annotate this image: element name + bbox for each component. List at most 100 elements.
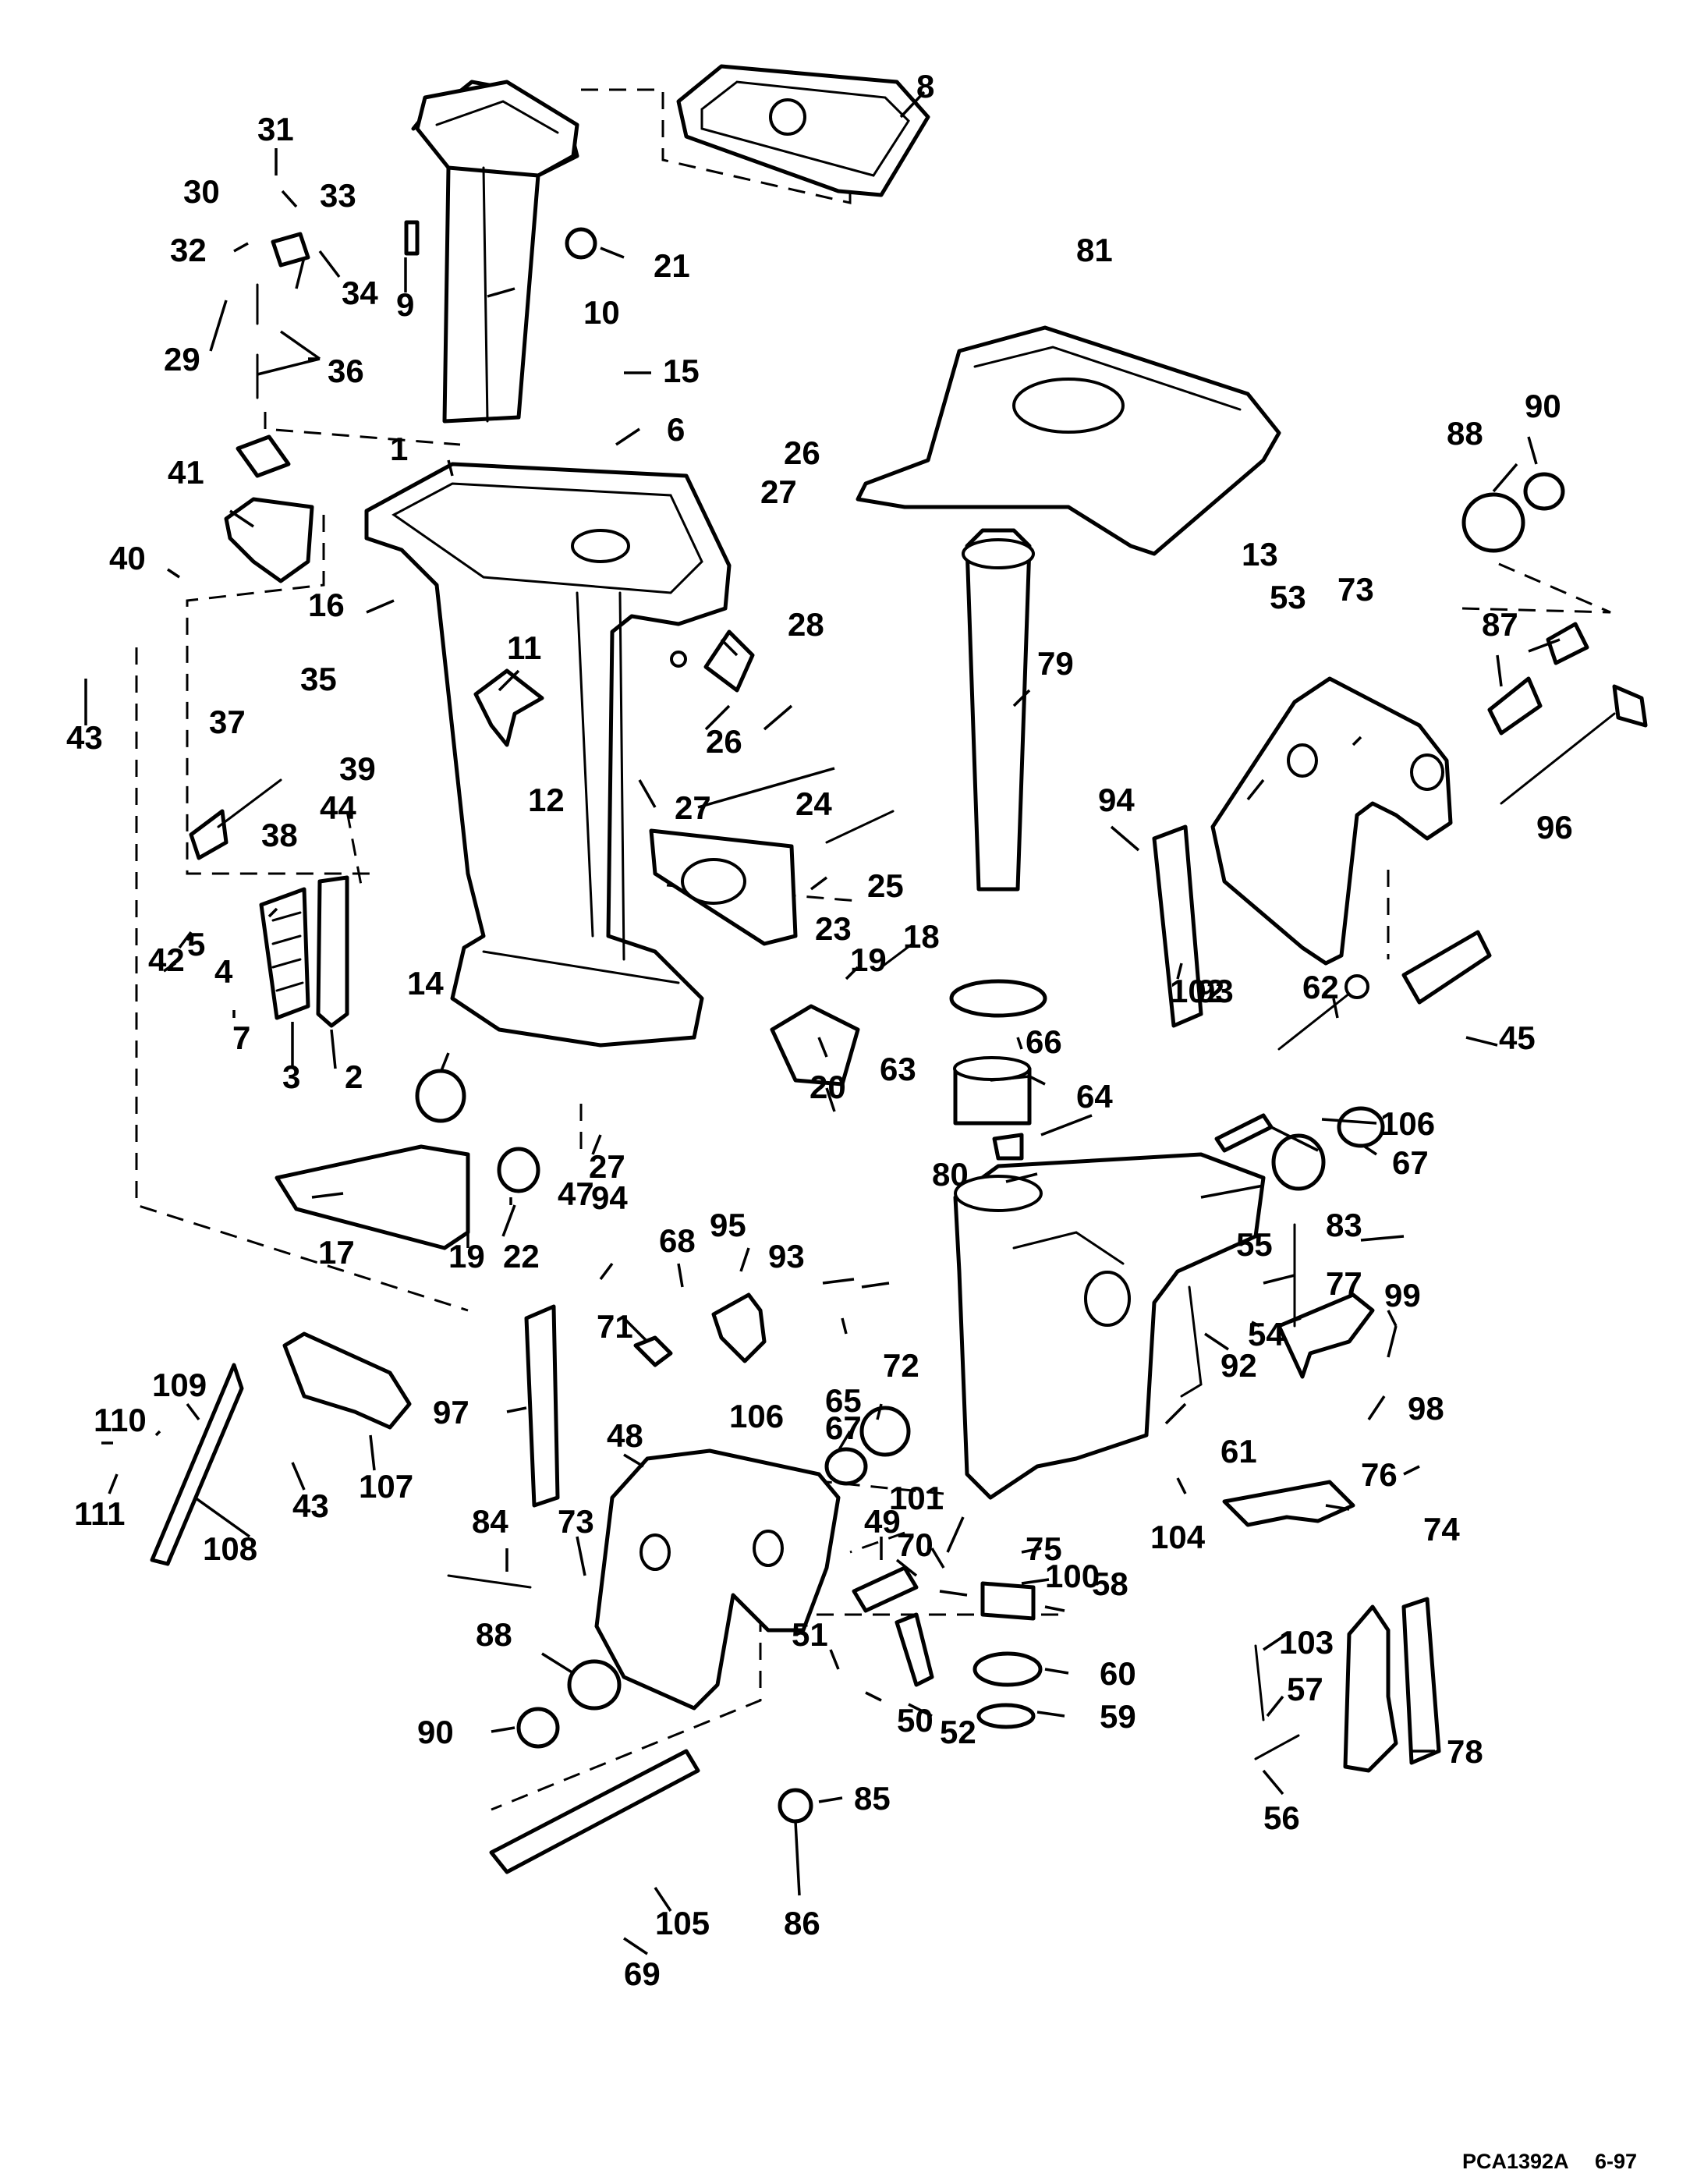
callout-64: 64 <box>1076 1078 1113 1115</box>
callout-19b: 19 <box>448 1238 485 1275</box>
part-102-plate <box>1152 824 1203 1028</box>
callout-36: 36 <box>328 353 364 389</box>
callout-88a: 88 <box>1447 415 1483 452</box>
callout-labels: 1 2 3 4 5 6 7 8 9 10 11 12 13 14 15 16 1… <box>66 68 1573 1992</box>
part-97-plate <box>524 1304 560 1508</box>
callout-1: 1 <box>390 431 408 467</box>
callout-88b: 88 <box>476 1616 512 1653</box>
part-18-bolt <box>880 942 914 969</box>
part-2-plate <box>316 875 349 1028</box>
drawing-code-footer: PCA1392A 6-97 <box>1462 2150 1637 2173</box>
callout-42: 42 <box>148 941 185 978</box>
part-13-lower-motor-cover-support <box>856 325 1281 556</box>
part-8-exhaust-gasket <box>676 64 930 197</box>
part-67-bushing-lower <box>859 1406 911 1457</box>
callout-27c: 27 <box>589 1148 625 1185</box>
callout-53: 53 <box>1270 579 1306 615</box>
part-66-bushing <box>949 979 1047 1126</box>
callout-105: 105 <box>655 1905 710 1941</box>
part-34-bracket <box>271 232 310 268</box>
callout-3: 3 <box>282 1058 300 1095</box>
part-74-bracket <box>1222 1480 1355 1527</box>
leader-lines <box>84 90 1561 1955</box>
callout-72: 72 <box>883 1347 919 1384</box>
part-78-plate <box>1343 1597 1441 1773</box>
callout-69: 69 <box>624 1955 661 1992</box>
callout-56: 56 <box>1263 1799 1300 1836</box>
part-88-nut-lower <box>567 1659 622 1711</box>
callout-31: 31 <box>257 111 294 147</box>
callout-81: 81 <box>1076 232 1113 268</box>
callout-10: 10 <box>583 294 620 331</box>
callout-22: 22 <box>503 1238 540 1275</box>
part-9-screw <box>404 220 420 256</box>
callout-23: 23 <box>815 910 852 947</box>
callout-27b: 27 <box>675 789 711 826</box>
callout-104: 104 <box>1150 1519 1206 1555</box>
callout-102: 102 <box>1170 973 1224 1009</box>
part-87-bushings <box>1487 622 1589 736</box>
callout-24: 24 <box>795 785 832 822</box>
callout-106a: 106 <box>1380 1105 1435 1142</box>
part-58-collar <box>980 1581 1036 1621</box>
callout-26b: 26 <box>706 723 742 760</box>
callout-47: 47 <box>558 1175 594 1212</box>
callout-21: 21 <box>654 247 690 284</box>
callout-26a: 26 <box>784 434 820 471</box>
callout-8: 8 <box>916 68 934 105</box>
callout-44: 44 <box>320 789 356 826</box>
part-41-lever <box>224 434 314 583</box>
part-62-pin <box>1277 974 1369 1051</box>
callout-45: 45 <box>1499 1019 1536 1056</box>
part-24-exhaust-cover <box>649 828 798 946</box>
callout-94b: 94 <box>591 1179 628 1216</box>
callout-106b: 106 <box>729 1398 784 1434</box>
part-64-washer <box>992 1133 1024 1161</box>
callout-83: 83 <box>1326 1207 1362 1243</box>
part-79-swivel-shaft <box>962 528 1035 892</box>
part-52-lever <box>895 1612 934 1687</box>
callout-84: 84 <box>472 1503 508 1540</box>
callout-90b: 90 <box>417 1714 454 1750</box>
callout-33: 33 <box>320 177 356 214</box>
part-96-rod <box>1500 684 1648 805</box>
part-28-rubber-mount <box>670 629 755 693</box>
callout-76: 76 <box>1361 1456 1398 1493</box>
part-14-bumper <box>415 1069 466 1123</box>
callout-103: 103 <box>1279 1624 1334 1661</box>
callout-99: 99 <box>1384 1277 1421 1314</box>
callout-67a: 67 <box>1392 1144 1429 1181</box>
callout-34: 34 <box>342 275 378 311</box>
part-108-strap <box>150 1363 244 1566</box>
part-17-cover <box>275 1144 470 1250</box>
callout-73b: 73 <box>558 1503 594 1540</box>
callout-111: 111 <box>74 1495 125 1532</box>
callout-79: 79 <box>1037 645 1074 682</box>
part-71-clip <box>633 1335 673 1367</box>
callout-110: 110 <box>94 1402 147 1438</box>
callout-49: 49 <box>864 1503 901 1540</box>
callout-30: 30 <box>183 173 220 210</box>
callout-65: 65 <box>825 1382 862 1419</box>
part-61-link <box>1180 1285 1203 1398</box>
part-20-cover <box>770 1004 860 1087</box>
callout-97: 97 <box>433 1394 469 1431</box>
callout-7: 7 <box>232 1019 250 1056</box>
callout-60: 60 <box>1100 1655 1136 1692</box>
callout-32: 32 <box>170 232 207 268</box>
callout-94a: 94 <box>1098 782 1135 818</box>
part-90-cap-lower <box>516 1707 560 1749</box>
callout-87: 87 <box>1482 606 1518 643</box>
callout-6: 6 <box>667 411 685 448</box>
part-105-plate <box>489 1749 700 1874</box>
callout-98: 98 <box>1408 1390 1444 1427</box>
callout-11: 11 <box>507 629 541 666</box>
part-59-o-ring <box>976 1703 1036 1729</box>
callout-37: 37 <box>209 704 246 740</box>
callout-68: 68 <box>659 1222 696 1259</box>
callout-85: 85 <box>854 1780 891 1817</box>
callout-92: 92 <box>1220 1347 1257 1384</box>
callout-41: 41 <box>168 454 204 491</box>
part-45-tube <box>1401 930 1492 1005</box>
callout-101: 101 <box>889 1480 944 1516</box>
